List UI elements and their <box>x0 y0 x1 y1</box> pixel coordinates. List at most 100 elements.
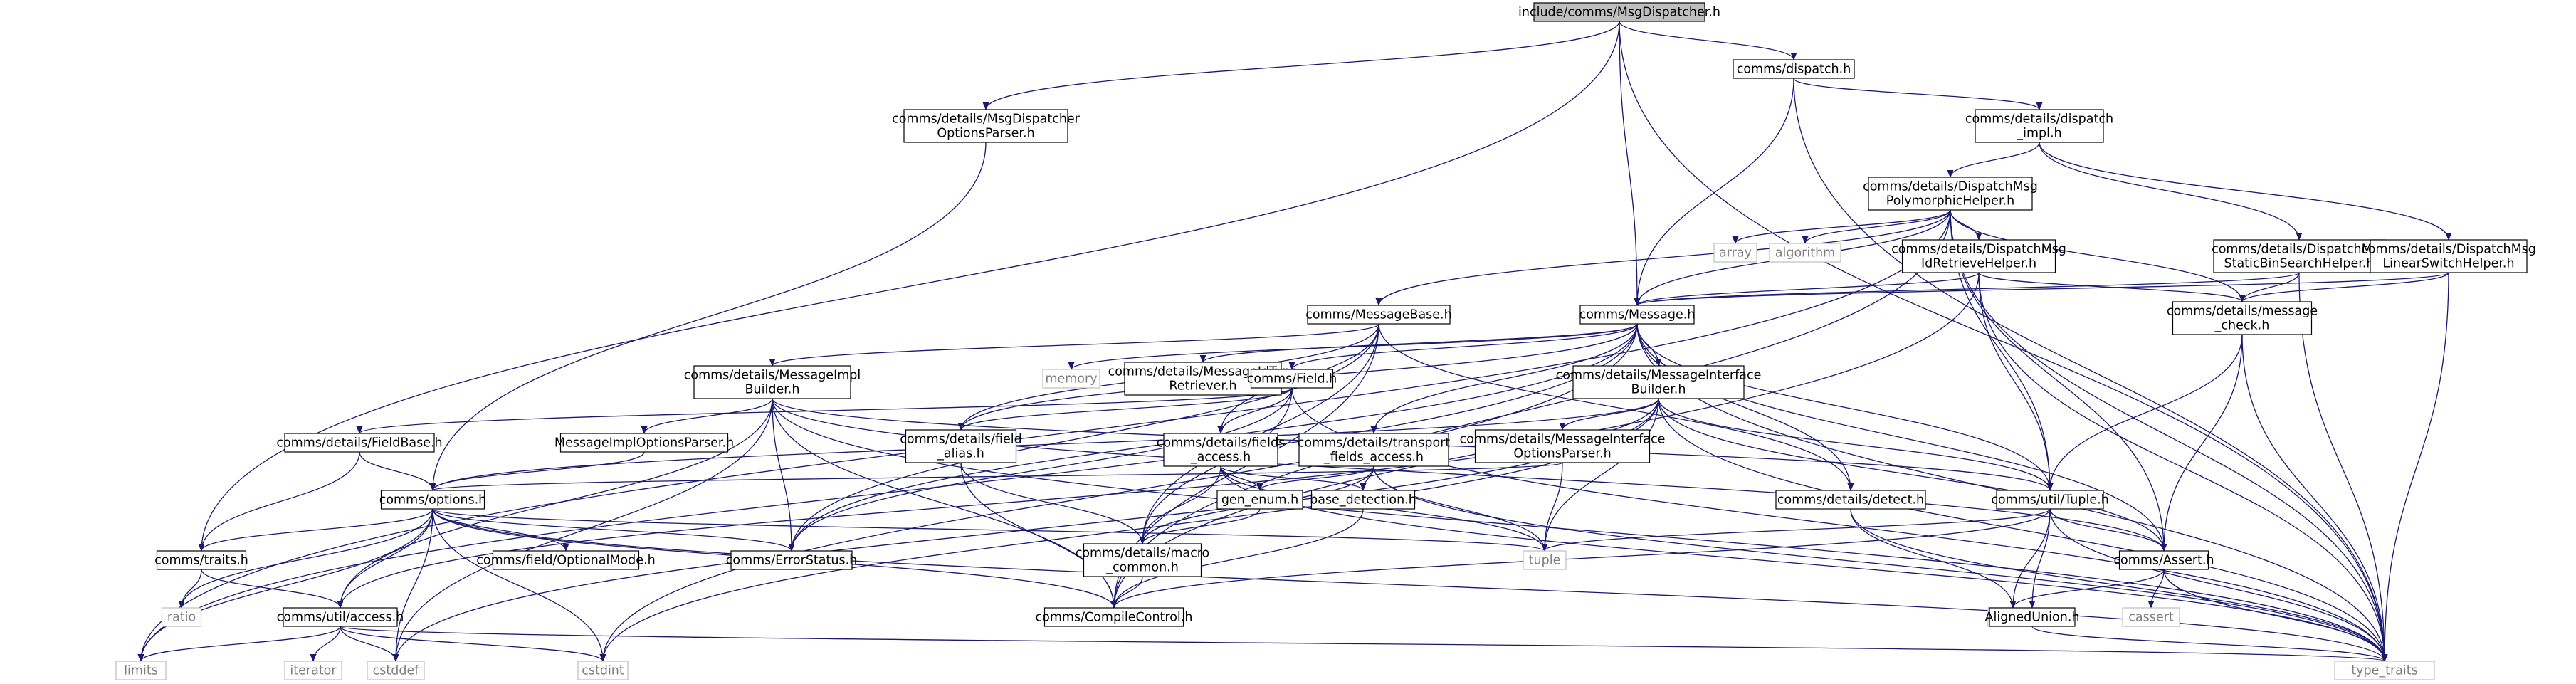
node-dmirh[interactable]: comms/details/DispatchMsgIdRetrieveHelpe… <box>1891 239 2066 273</box>
node-field[interactable]: comms/Field.h <box>1247 369 1337 389</box>
edge-dmirh-to-message <box>1634 272 1980 306</box>
node-label-falias: _alias.h <box>937 447 984 461</box>
edge-message-to-limits <box>137 323 1638 662</box>
edge-dmlsh-to-mcheck <box>2239 272 2449 302</box>
node-dmsbsh[interactable]: comms/details/DispatchMsgStaticBinSearch… <box>2212 239 2387 273</box>
edge-mifb-to-tuple_u <box>1658 398 2054 491</box>
edge-access-to-cstddef <box>340 626 399 662</box>
edge-traits-to-ratio <box>178 569 202 609</box>
node-dmlsh[interactable]: comms/details/DispatchMsgLinearSwitchHel… <box>2361 239 2536 273</box>
node-traits[interactable]: comms/traits.h <box>154 550 248 570</box>
edge-tfaccess-to-genenum <box>1256 465 1374 491</box>
edge-field-to-fieldbase <box>356 387 1293 434</box>
node-box-msgbase <box>1307 305 1451 325</box>
node-dimpl[interactable]: comms/details/dispatch_impl.h <box>1965 109 2113 143</box>
node-ratio: ratio <box>161 607 202 627</box>
node-box-memory <box>1042 369 1100 389</box>
node-compctl[interactable]: comms/CompileControl.h <box>1036 607 1193 627</box>
edge-assert-to-cassert <box>2147 569 2165 609</box>
edge-options-to-cstdint <box>432 508 606 662</box>
node-label-miiop: comms/details/MessageInterface <box>1460 433 1666 447</box>
node-message[interactable]: comms/Message.h <box>1579 305 1696 325</box>
node-optmode[interactable]: comms/field/OptionalMode.h <box>476 550 656 570</box>
edge-tuple_u-to-typetraits <box>2049 508 2388 662</box>
node-typetraits: type_traits <box>2334 661 2435 680</box>
node-box-ratio <box>161 607 202 627</box>
node-root[interactable]: include/comms/MsgDispatcher.h <box>1518 2 1720 22</box>
edge-mcheck-to-assert <box>2160 334 2243 552</box>
node-fieldbase[interactable]: comms/details/FieldBase.h <box>276 433 443 453</box>
node-box-miop <box>559 433 729 453</box>
node-cassert: cassert <box>2122 607 2180 627</box>
dependency-edges <box>137 21 2452 662</box>
edge-fieldbase-to-traits <box>198 451 360 552</box>
node-genenum[interactable]: gen_enum.h <box>1216 490 1303 510</box>
node-label-dmph: comms/details/DispatchMsg <box>1863 180 2038 194</box>
edge-dmph-to-algorithm <box>1802 209 1951 244</box>
edge-mifb-to-miiop <box>1559 398 1659 431</box>
node-mcheck[interactable]: comms/details/message_check.h <box>2167 301 2318 335</box>
node-macro[interactable]: comms/details/macro_common.h <box>1076 543 1210 577</box>
node-box-detect <box>1775 490 1926 510</box>
node-box-message <box>1579 305 1695 325</box>
edge-tuple_u-to-tuple_e <box>1541 508 2051 552</box>
edge-mcheck-to-tuple_u <box>2046 334 2243 491</box>
node-box-dmlsh <box>2370 239 2528 273</box>
node-faccess[interactable]: comms/details/fields_access.h <box>1157 433 1286 467</box>
edge-mimplb-to-cstddef <box>392 398 773 662</box>
edge-dmirh-to-tuple_u <box>1978 272 2054 491</box>
node-miop[interactable]: MessageImplOptionsParser.h <box>554 433 734 453</box>
node-mdop[interactable]: comms/details/MsgDispatcherOptionsParser… <box>892 109 1081 143</box>
node-label-array: array <box>1719 246 1752 261</box>
node-detect[interactable]: comms/details/detect.h <box>1775 490 1926 510</box>
node-assert[interactable]: comms/Assert.h <box>2113 550 2214 570</box>
node-box-compctl <box>1043 607 1184 627</box>
node-access[interactable]: comms/util/access.h <box>277 607 404 627</box>
node-tfaccess[interactable]: comms/details/transport_fields_access.h <box>1298 433 1451 467</box>
edge-msgbase-to-detect <box>1378 323 1854 491</box>
node-msgbase[interactable]: comms/MessageBase.h <box>1305 305 1452 325</box>
node-falias[interactable]: comms/details/field_alias.h <box>900 429 1022 463</box>
edge-miop-to-options <box>429 451 645 491</box>
edge-options-to-cstddef <box>392 508 433 662</box>
node-aunion[interactable]: AlignedUnion.h <box>1985 607 2080 627</box>
node-label-basedet: base_detection.h <box>1310 493 1416 507</box>
node-label-iterator: iterator <box>290 664 337 678</box>
node-label-compctl: comms/CompileControl.h <box>1036 611 1193 625</box>
node-label-ratio: ratio <box>167 611 196 625</box>
edge-tuple_u-to-aunion <box>2029 508 2051 609</box>
edge-root-to-mdop <box>982 21 1620 110</box>
edge-faccess-to-macro <box>1139 465 1221 544</box>
edge-mifb-to-options <box>429 398 1659 491</box>
node-label-dmsbsh: comms/details/DispatchMsg <box>2212 243 2387 257</box>
node-box-iterator <box>284 661 342 680</box>
edge-mcheck-to-typetraits <box>2241 334 2388 662</box>
edge-tuple_u-to-assert <box>2049 508 2167 552</box>
node-box-mcheck <box>2172 301 2313 335</box>
node-box-tuple_u <box>1996 490 2104 510</box>
node-label-access: comms/util/access.h <box>277 611 404 625</box>
node-label-mimplb: comms/details/MessageImpl <box>684 369 861 383</box>
node-array: array <box>1713 243 1757 263</box>
node-miiop[interactable]: comms/details/MessageInterfaceOptionsPar… <box>1460 429 1666 463</box>
node-errstatus[interactable]: comms/ErrorStatus.h <box>726 550 858 570</box>
node-options[interactable]: comms/options.h <box>379 490 487 510</box>
node-dispatch[interactable]: comms/dispatch.h <box>1733 59 1855 79</box>
edge-dmsbsh-to-message <box>1634 272 2300 306</box>
node-box-cassert <box>2122 607 2180 627</box>
edge-options-to-typetraits <box>432 508 2388 662</box>
edge-dmph-to-dmirh <box>1950 209 1982 241</box>
node-label-optmode: comms/field/OptionalMode.h <box>476 554 655 568</box>
edge-tuple_u-to-utility <box>2009 508 2051 609</box>
node-box-dispatch <box>1733 59 1855 79</box>
node-box-dimpl <box>1975 109 2104 143</box>
edge-dmlsh-to-message <box>1634 272 2449 306</box>
node-tuple_u[interactable]: comms/util/Tuple.h <box>1991 490 2109 510</box>
edge-options-to-traits <box>198 508 433 552</box>
node-basedet[interactable]: base_detection.h <box>1310 490 1416 510</box>
node-dmph[interactable]: comms/details/DispatchMsgPolymorphicHelp… <box>1863 177 2038 211</box>
